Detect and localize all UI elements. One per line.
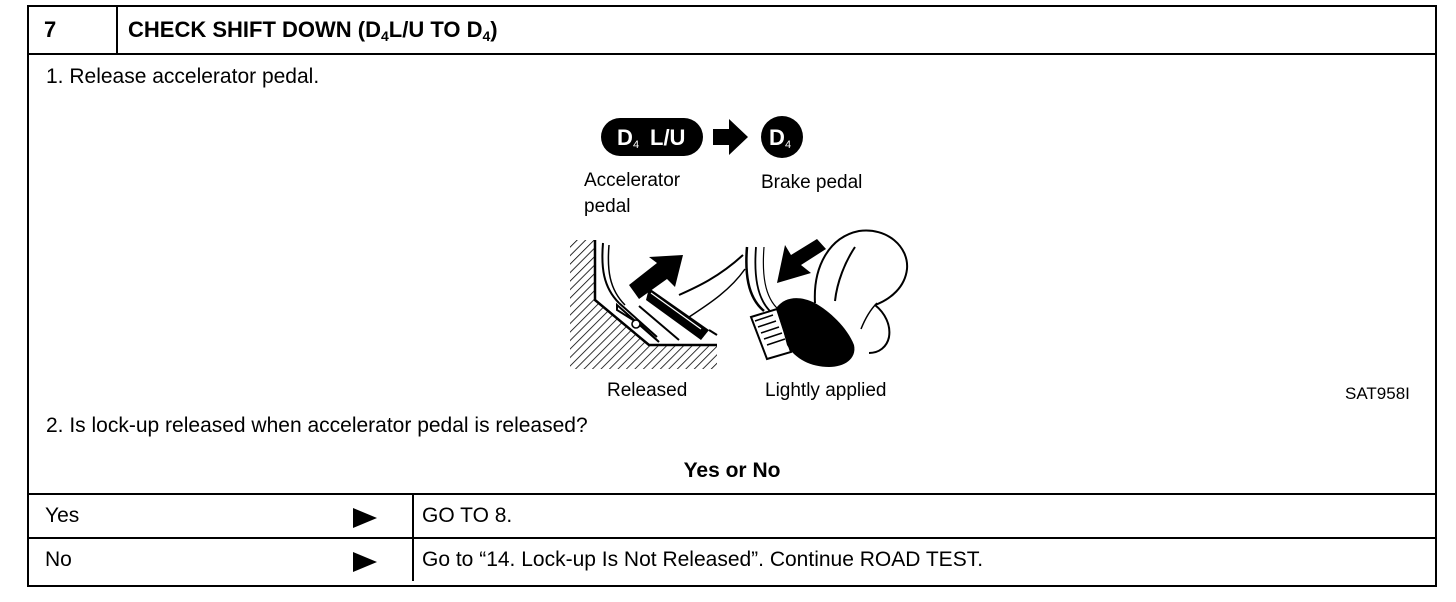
d4-badge — [761, 116, 803, 158]
d4-lu-badge — [601, 118, 703, 156]
accelerator-caption-2: pedal — [584, 196, 631, 217]
title-part: L/U TO D — [388, 17, 483, 42]
accelerator-caption: Accelerator — [584, 170, 681, 191]
instruction-step-2: 2. Is lock-up released when accelerator … — [46, 414, 588, 437]
applied-caption: Lightly applied — [765, 380, 886, 401]
pedal-illustration: D 4 L/U D 4 Accelerator pedal Brake peda… — [570, 116, 909, 401]
badge-sub-text: 4 — [785, 139, 791, 151]
title-subscript: 4 — [380, 28, 389, 44]
title-part: CHECK SHIFT DOWN (D — [128, 17, 381, 42]
brake-applied-drawing — [745, 229, 909, 367]
shift-arrow-icon — [713, 119, 748, 155]
answer-label: Yes — [45, 504, 80, 527]
answer-label: No — [45, 548, 72, 571]
title-subscript: 4 — [482, 28, 491, 44]
triangle-right-icon — [353, 552, 377, 572]
answer-row-yes: Yes GO TO 8. — [29, 493, 1435, 539]
figure-code: SAT958I — [1345, 384, 1410, 403]
badge-sub-text: 4 — [633, 139, 639, 151]
step-number: 7 — [29, 7, 118, 53]
badge-lu-text: L/U — [650, 125, 685, 150]
instruction-step-1: 1. Release accelerator pedal. — [46, 65, 320, 88]
answer-result: Go to “14. Lock-up Is Not Released”. Con… — [422, 548, 984, 571]
answer-result: GO TO 8. — [422, 504, 513, 527]
yes-or-no-heading: Yes or No — [683, 459, 781, 482]
header-row: 7 CHECK SHIFT DOWN (D4L/U TO D4) — [29, 7, 1435, 55]
accelerator-released-drawing — [570, 240, 746, 369]
brake-caption: Brake pedal — [761, 172, 862, 193]
diagnostic-table: 7 CHECK SHIFT DOWN (D4L/U TO D4) 1. Rele… — [27, 5, 1437, 587]
answer-cell: No — [29, 539, 414, 581]
title-part: ) — [490, 17, 498, 42]
answer-cell: Yes — [29, 495, 414, 537]
step-title: CHECK SHIFT DOWN (D4L/U TO D4) — [120, 7, 498, 53]
badge-d-text: D — [617, 125, 633, 150]
released-caption: Released — [607, 380, 687, 401]
answer-row-no: No Go to “14. Lock-up Is Not Released”. … — [29, 537, 1435, 583]
badge-d-text: D — [769, 125, 785, 150]
triangle-right-icon — [353, 508, 377, 528]
